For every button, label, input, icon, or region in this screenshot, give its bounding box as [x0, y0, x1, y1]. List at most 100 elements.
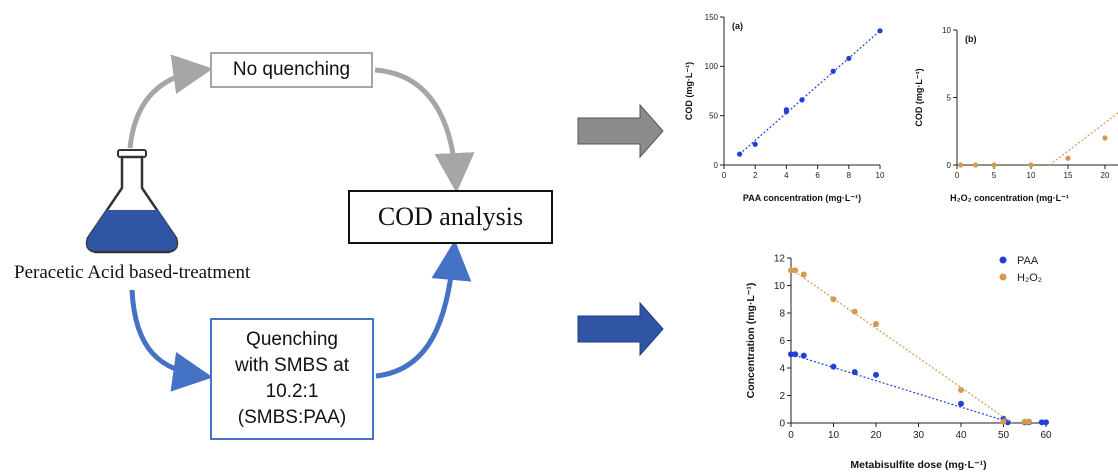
x-tick-label: 0	[788, 430, 794, 441]
data-point	[873, 321, 879, 327]
x-tick-label: 20	[870, 430, 882, 441]
x-axis-label: Metabisulfite dose (mg·L⁻¹)	[850, 459, 986, 471]
y-tick-label: 0	[779, 419, 785, 430]
data-point	[877, 28, 883, 34]
y-tick-label: 5	[947, 93, 952, 102]
quenching-line-1: Quenching	[246, 329, 338, 350]
data-point	[788, 267, 794, 274]
panel-label: (b)	[965, 34, 977, 44]
x-tick-label: 5	[992, 171, 997, 180]
fit-line-0	[790, 353, 1013, 424]
data-point	[846, 55, 852, 62]
arrow-flask-to-quenching	[129, 289, 213, 392]
x-tick-label: 10	[1027, 171, 1036, 180]
data-point	[830, 68, 836, 74]
fit-line-0	[739, 30, 881, 155]
fit-line-0	[1049, 112, 1118, 166]
data-point	[873, 371, 879, 378]
data-point	[783, 107, 789, 113]
source-label: Peracetic Acid based-treatment	[14, 262, 251, 283]
legend-entry: PAA	[1017, 255, 1039, 267]
y-tick-label: 50	[709, 111, 718, 120]
legend-marker	[999, 256, 1007, 264]
x-tick-label: 10	[828, 430, 840, 441]
arrow-no-quenching-to-cod	[374, 67, 475, 193]
y-axis-label: COD (mg·L⁻¹)	[914, 68, 924, 126]
data-point	[958, 400, 964, 407]
legend-entry: H₂O₂	[1017, 272, 1042, 284]
cod-analysis-box: COD analysis	[348, 190, 553, 244]
data-point	[792, 267, 799, 274]
x-tick-label: 20	[1101, 171, 1110, 180]
y-axis-label: COD (mg·L⁻¹)	[684, 62, 694, 120]
data-point	[1021, 418, 1028, 425]
x-tick-label: 0	[722, 171, 727, 180]
data-point	[958, 387, 964, 393]
data-point	[737, 151, 743, 157]
data-point	[1026, 418, 1032, 425]
legend-marker	[999, 273, 1007, 281]
x-tick-label: 0	[955, 171, 960, 180]
x-tick-label: 50	[998, 430, 1010, 441]
y-tick-label: 2	[779, 391, 785, 402]
gray-block-arrow-icon	[577, 103, 664, 159]
panel-label: (a)	[732, 21, 743, 31]
data-point	[851, 369, 858, 376]
data-point	[800, 271, 807, 278]
no-quenching-box: No quenching	[210, 52, 373, 88]
data-point	[830, 363, 837, 370]
y-tick-label: 8	[779, 309, 785, 320]
flask-icon	[85, 149, 179, 254]
y-tick-label: 10	[942, 26, 951, 35]
x-tick-label: 2	[753, 171, 758, 180]
data-point	[1028, 162, 1034, 168]
data-point	[799, 97, 805, 103]
y-tick-label: 150	[705, 13, 719, 22]
x-tick-label: 10	[876, 171, 885, 180]
x-tick-label: 8	[847, 171, 852, 180]
data-point	[1065, 155, 1071, 161]
x-tick-label: 6	[815, 171, 820, 180]
y-tick-label: 12	[774, 254, 786, 265]
data-point	[1000, 418, 1007, 425]
y-axis-label: Concentration (mg·L⁻¹)	[745, 283, 757, 399]
no-quenching-label: No quenching	[232, 59, 351, 80]
x-tick-label: 60	[1040, 430, 1052, 441]
data-point	[1043, 419, 1049, 426]
cod-analysis-label: COD analysis	[377, 202, 524, 231]
quenching-line-4: (SMBS:PAA)	[237, 407, 347, 428]
arrow-flask-to-no-quenching	[127, 54, 213, 149]
x-tick-label: 15	[1064, 171, 1073, 180]
x-tick-label: 30	[913, 430, 925, 441]
x-axis-label: PAA concentration (mg·L⁻¹)	[743, 193, 861, 203]
arrow-quenching-to-cod	[375, 240, 472, 379]
y-tick-label: 0	[947, 161, 952, 170]
data-point	[792, 351, 799, 358]
data-point	[1038, 419, 1045, 426]
data-point	[752, 141, 758, 147]
quenching-line-2: with SMBS at	[234, 355, 350, 376]
data-point	[851, 308, 858, 315]
x-axis-label: H₂O₂ concentration (mg·L⁻¹	[950, 193, 1069, 203]
y-tick-label: 100	[705, 62, 719, 71]
y-tick-label: 10	[774, 281, 786, 292]
data-point	[1102, 135, 1108, 141]
quenching-line-3: 10.2:1	[265, 381, 319, 402]
quenching-box: Quenching with SMBS at 10.2:1 (SMBS:PAA)	[210, 318, 374, 440]
blue-block-arrow-icon	[577, 301, 664, 357]
y-tick-label: 6	[779, 336, 785, 347]
data-point	[800, 352, 807, 359]
y-tick-label: 4	[779, 364, 785, 375]
y-tick-label: 0	[714, 161, 719, 170]
fit-line-1	[790, 268, 1013, 424]
x-tick-label: 40	[955, 430, 967, 441]
data-point	[830, 296, 837, 303]
data-point	[991, 162, 997, 168]
x-tick-label: 4	[784, 171, 789, 180]
data-point	[788, 351, 794, 358]
data-point	[972, 162, 979, 168]
